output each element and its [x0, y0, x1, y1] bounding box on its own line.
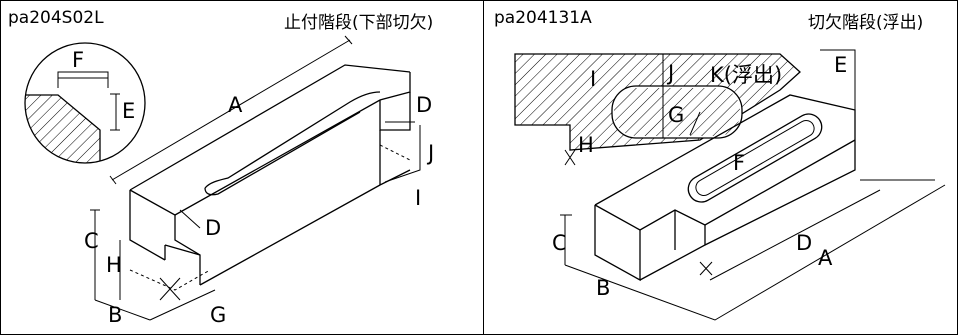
right-part-title: 切欠階段(浮出): [808, 13, 924, 33]
label-A-left: A: [228, 93, 243, 117]
panel-divider: [483, 0, 484, 335]
label-G-right: G: [668, 103, 684, 127]
label-D-left-top: D: [416, 93, 432, 117]
left-part-title: 止付階段(下部切欠): [284, 13, 434, 33]
label-D-right: D: [796, 231, 812, 255]
label-A-right: A: [818, 246, 833, 270]
label-D-left-front: D: [205, 216, 221, 240]
label-H-left: H: [106, 253, 122, 277]
label-C-right: C: [552, 231, 567, 255]
label-E-left: E: [122, 99, 135, 123]
left-dimension-lines: [90, 35, 421, 321]
left-part-code: pa204S02L: [8, 8, 104, 28]
label-H-right: H: [578, 133, 594, 157]
label-I-right: I: [590, 67, 596, 91]
label-F-right: F: [733, 151, 745, 175]
label-C-left: C: [84, 229, 99, 253]
right-part-code: pa204131A: [494, 8, 592, 28]
right-block: [594, 94, 856, 282]
label-E-right: E: [834, 53, 847, 77]
label-J-left: J: [426, 141, 434, 165]
label-B-left: B: [108, 303, 122, 327]
label-I-left: I: [415, 186, 421, 210]
right-hatched-section: [514, 53, 801, 166]
label-K-right: K(浮出): [710, 63, 782, 87]
left-block: [129, 64, 411, 301]
label-B-right: B: [596, 276, 610, 300]
label-G-left: G: [210, 303, 226, 327]
label-J-right: J: [666, 61, 674, 85]
right-dimension-lines: [560, 49, 946, 321]
label-F-left: F: [72, 48, 84, 72]
